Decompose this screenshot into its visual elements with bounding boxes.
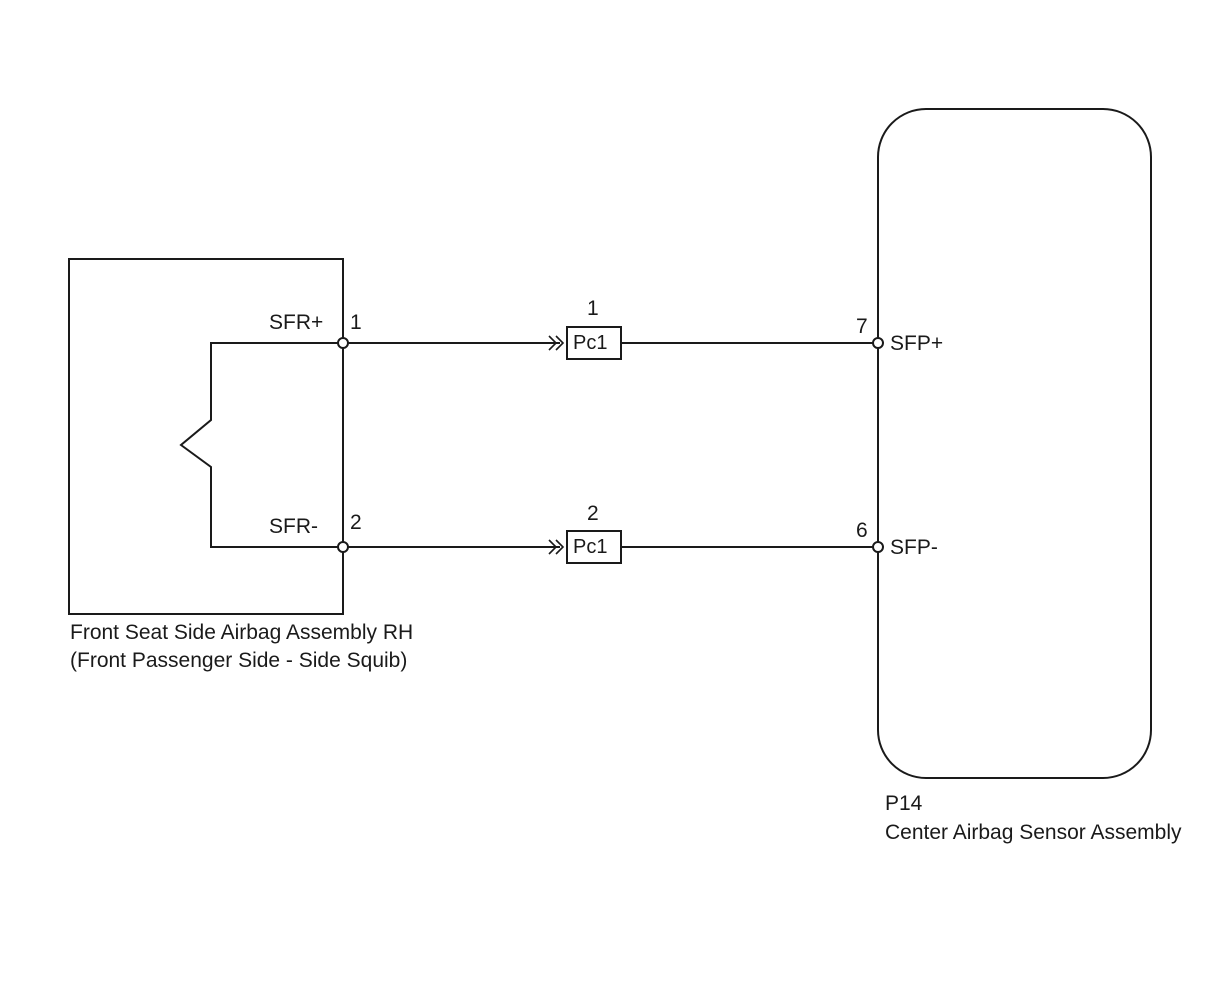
right-component-name: Center Airbag Sensor Assembly — [885, 821, 1182, 844]
left-component-name-line1: Front Seat Side Airbag Assembly RH — [70, 621, 414, 644]
connector-chevron-2b — [555, 539, 565, 555]
connector-name-pc1-top: Pc1 — [573, 332, 608, 354]
connector-chevron-1b — [555, 335, 565, 351]
pin-number-sfr-plus: 1 — [350, 311, 362, 334]
terminal-sfr-minus — [337, 541, 349, 553]
pin-label-sfr-minus: SFR- — [269, 515, 318, 538]
terminal-sfp-plus — [872, 337, 884, 349]
connector-pin-number-2: 2 — [587, 502, 599, 525]
right-component-code: P14 — [885, 792, 923, 815]
left-component-name-line2: (Front Passenger Side - Side Squib) — [70, 649, 408, 672]
pin-number-sfp-plus: 7 — [856, 315, 868, 338]
terminal-sfp-minus — [872, 541, 884, 553]
squib-element — [179, 342, 343, 548]
connector-chevron-1a — [548, 335, 558, 351]
pin-label-sfp-plus: SFP+ — [890, 332, 944, 355]
pin-label-sfr-plus: SFR+ — [269, 311, 324, 334]
pin-number-sfp-minus: 6 — [856, 519, 868, 542]
center-airbag-sensor-box — [877, 108, 1152, 779]
connector-name-pc1-bottom: Pc1 — [573, 536, 608, 558]
pin-number-sfr-minus: 2 — [350, 511, 362, 534]
terminal-sfr-plus — [337, 337, 349, 349]
connector-chevron-2a — [548, 539, 558, 555]
pin-label-sfp-minus: SFP- — [890, 536, 938, 559]
connector-pin-number-1: 1 — [587, 297, 599, 320]
front-seat-side-airbag-box — [68, 258, 344, 615]
